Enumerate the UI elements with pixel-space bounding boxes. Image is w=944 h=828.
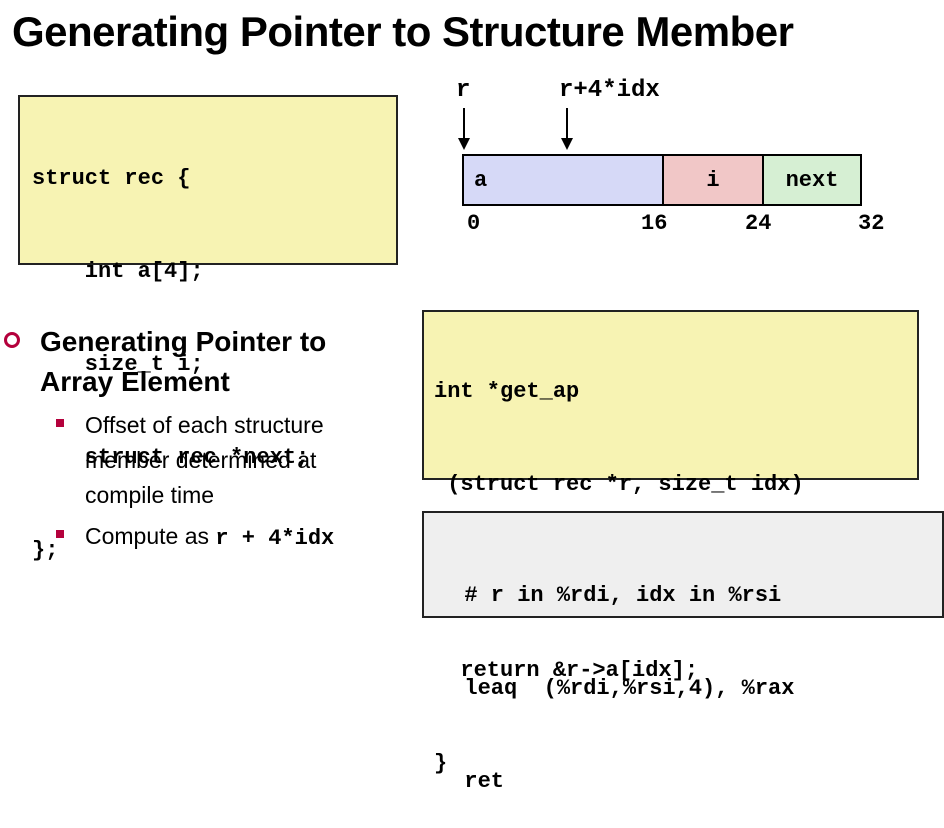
bullet-sub-compute-text: Compute as r + 4*idx <box>85 519 395 556</box>
bullet-sub-compute-code: r + 4*idx <box>215 526 335 551</box>
circle-bullet-icon <box>4 332 20 348</box>
code-line: size_t i; <box>32 352 204 377</box>
square-bullet-icon <box>56 419 64 427</box>
arrow-shaft-r-plus <box>566 108 568 138</box>
code-line: # r in %rdi, idx in %rsi <box>438 583 782 608</box>
code-line: ret <box>438 769 505 794</box>
arrow-shaft-r <box>463 108 465 138</box>
code-line: struct rec *next; <box>32 445 310 470</box>
bullet-sub-offset-text: Offset of each structure member determin… <box>85 408 395 513</box>
bullet-sub-offset-line: compile time <box>85 482 215 508</box>
bullet-sub-compute-prefix: Compute as <box>85 523 216 549</box>
struct-definition-code: struct rec { int a[4]; size_t i; struct … <box>18 95 398 563</box>
pointer-label-r-plus-offset: r+4*idx <box>559 77 660 104</box>
assembly-code: # r in %rdi, idx in %rsi leaq (%rdi,%rsi… <box>422 511 944 794</box>
offset-label-24: 24 <box>745 211 772 236</box>
field-segment-next: next <box>764 156 860 204</box>
bullet-main-text: Generating Pointer to Array Element <box>40 326 327 397</box>
code-line: }; <box>32 538 59 563</box>
offset-label-0: 0 <box>467 211 481 236</box>
code-line: struct rec { <box>32 166 191 191</box>
slide-title: Generating Pointer to Structure Member <box>12 8 794 55</box>
code-line: (struct rec *r, size_t idx) <box>434 472 804 497</box>
offset-label-32: 32 <box>858 211 885 236</box>
pointer-label-r: r <box>456 77 471 104</box>
arrow-down-icon <box>561 138 573 150</box>
bullet-sub-offset-line: Offset of each structure <box>85 412 324 438</box>
code-line: leaq (%rdi,%rsi,4), %rax <box>438 676 795 701</box>
square-bullet-icon <box>56 530 64 538</box>
arrow-down-icon <box>458 138 470 150</box>
struct-memory-bar: a i next <box>462 154 862 206</box>
field-segment-a: a <box>464 156 664 204</box>
code-line: int a[4]; <box>32 259 204 284</box>
c-function-code: int *get_ap (struct rec *r, size_t idx) … <box>422 310 919 776</box>
bullet-sub-offset-line: member determined at <box>85 447 317 473</box>
field-segment-i: i <box>664 156 764 204</box>
code-line: int *get_ap <box>434 379 580 404</box>
offset-label-16: 16 <box>641 211 668 236</box>
